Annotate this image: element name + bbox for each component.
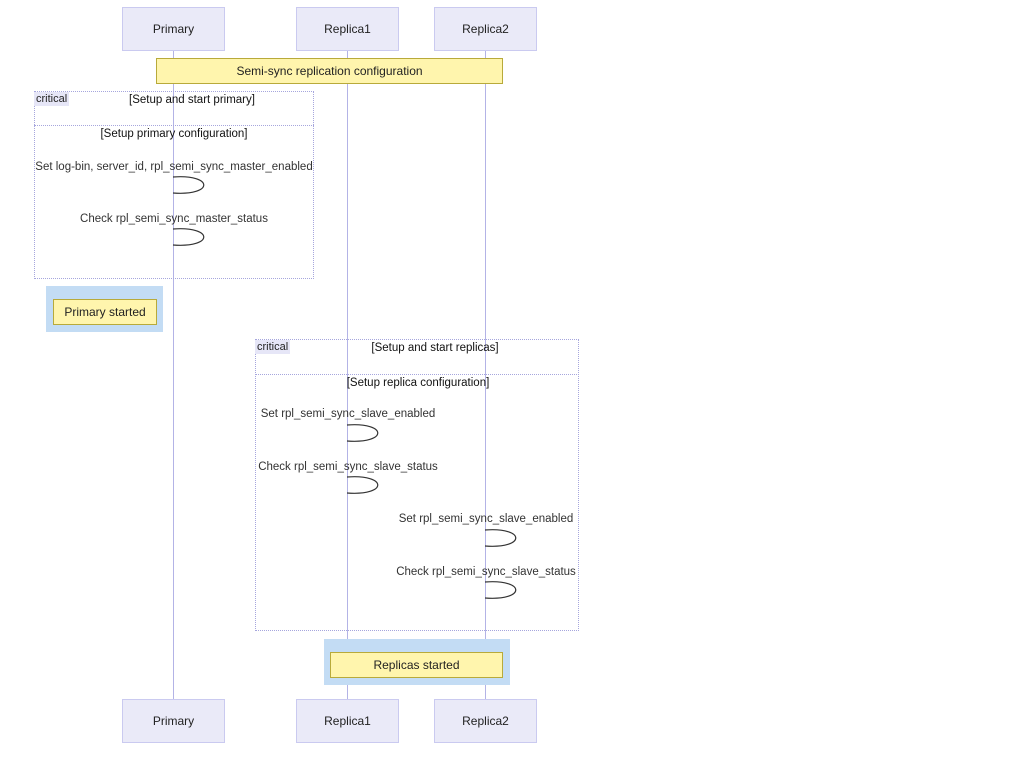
replica2-actor-bottom: Replica2 (434, 699, 537, 743)
replica2-check-message: Check rpl_semi_sync_slave_status (396, 566, 576, 578)
replica1-actor-top: Replica1 (296, 7, 399, 51)
replica1-actor-bottom: Replica1 (296, 699, 399, 743)
critical-block-primary (34, 91, 314, 279)
primary-block-divider (34, 125, 314, 126)
replica1-check-message: Check rpl_semi_sync_slave_status (258, 461, 438, 473)
replicas-started-text: Replicas started (373, 658, 460, 672)
replica2-label-bottom: Replica2 (462, 714, 509, 728)
primary-label-bottom: Primary (152, 714, 195, 728)
primary-set-message: Set log-bin, server_id, rpl_semi_sync_ma… (35, 161, 313, 173)
primary-actor-bottom: Primary (122, 699, 225, 743)
primary-section-title: [Setup primary configuration] (100, 128, 248, 140)
replica2-label: Replica2 (462, 22, 509, 36)
primary-check-message: Check rpl_semi_sync_master_status (80, 213, 268, 225)
replica1-set-message: Set rpl_semi_sync_slave_enabled (260, 408, 436, 420)
primary-actor-top: Primary (122, 7, 225, 51)
replica2-lifeline (485, 51, 486, 699)
config-note-text: Semi-sync replication configuration (236, 64, 423, 78)
replicas-block-title: [Setup and start replicas] (371, 342, 499, 354)
replica1-label-bottom: Replica1 (324, 714, 371, 728)
replica2-set-message: Set rpl_semi_sync_slave_enabled (398, 513, 574, 525)
primary-label: Primary (152, 22, 195, 36)
primary-block-title: [Setup and start primary] (129, 94, 255, 106)
primary-lifeline (173, 51, 174, 699)
replica2-actor-top: Replica2 (434, 7, 537, 51)
replicas-section-title: [Setup replica configuration] (346, 377, 490, 389)
replicas-block-divider (255, 374, 579, 375)
primary-critical-tag: critical (34, 92, 70, 106)
replica1-lifeline (347, 51, 348, 699)
replicas-critical-tag: critical (255, 340, 291, 354)
primary-started-note: Primary started (53, 299, 157, 325)
primary-started-text: Primary started (64, 305, 146, 319)
replicas-started-note: Replicas started (330, 652, 503, 678)
semi-sync-config-note: Semi-sync replication configuration (156, 58, 503, 84)
critical-block-replicas (255, 339, 579, 631)
replica1-label: Replica1 (324, 22, 371, 36)
